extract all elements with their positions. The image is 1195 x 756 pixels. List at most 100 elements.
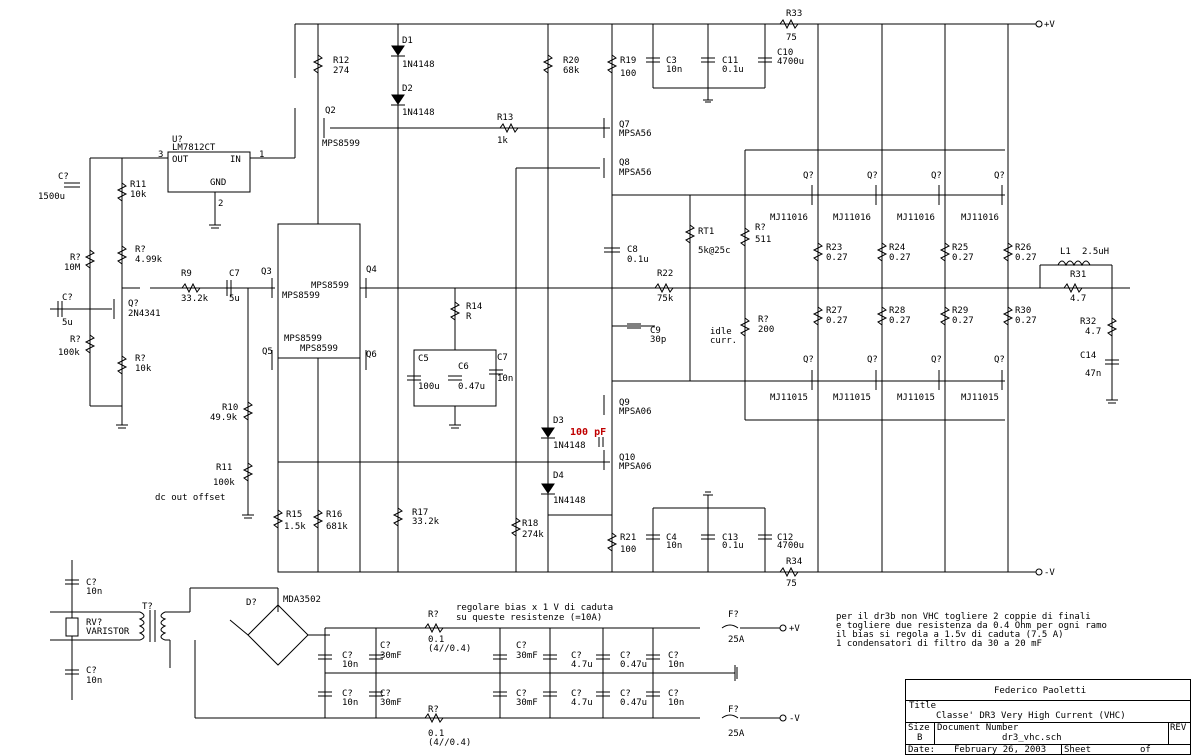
label-psu-c4-value: 30mF — [380, 651, 402, 661]
label-r511: R? — [755, 223, 766, 233]
title-block-of-label: of — [1140, 745, 1151, 755]
title-block-divider-v1 — [934, 722, 935, 744]
label-r26-value: 0.27 — [1015, 253, 1037, 263]
label-r28-value: 0.27 — [889, 316, 911, 326]
title-block-author: Federico Paoletti — [994, 686, 1087, 696]
label-fuse-top-value: 25A — [728, 635, 745, 645]
label-u-value: LM7812CT — [172, 143, 216, 153]
label-r100k-value: 100k — [58, 348, 80, 358]
title-block-rev-label: REV — [1170, 723, 1187, 733]
label-r9-value: 33.2k — [181, 294, 209, 304]
label-c6-value: 0.47u — [458, 382, 485, 392]
label-psu-c12-value: 4.7u — [571, 698, 593, 708]
title-block-size: B — [917, 733, 923, 743]
label-bias-2: su queste resistenze (=10A) — [456, 613, 602, 623]
label-psu-c13-value: 0.47u — [620, 698, 647, 708]
label-r10-value: 49.9k — [210, 413, 238, 423]
label-ridle: R? — [758, 315, 769, 325]
label-l1-value: 2.5uH — [1082, 247, 1109, 257]
title-block-divider-v3 — [1061, 744, 1062, 754]
label-d4-value: 1N4148 — [553, 496, 586, 506]
label-r26: R26 — [1015, 243, 1031, 253]
label-psu-c1: C? — [86, 578, 97, 588]
label-q5-value: MPS8599 — [284, 334, 322, 344]
label-d4: D4 — [553, 471, 564, 481]
label-psu-c8-value: 4.7u — [571, 660, 593, 670]
label-psu-c2-value: 10n — [86, 676, 102, 686]
label-q-top-3: Q? — [931, 171, 942, 181]
label-q-bot-3: Q? — [931, 355, 942, 365]
label-curr: curr. — [710, 336, 737, 346]
label-r13-value: 1k — [497, 136, 508, 146]
label-u-pin2: 2 — [218, 199, 223, 209]
label-r17-value: 33.2k — [412, 517, 440, 527]
label-psu-c9-value: 0.47u — [620, 660, 647, 670]
label-r29: R29 — [952, 306, 968, 316]
label-r11b-value: 100k — [213, 478, 235, 488]
label-c7a: C7 — [229, 269, 240, 279]
title-block-divider-1 — [906, 700, 1190, 701]
title-block-title: Classe' DR3 Very High Current (VHC) — [936, 711, 1126, 721]
label-minus-v: -V — [1044, 568, 1055, 578]
label-c1500: C? — [58, 172, 69, 182]
label-r24-value: 0.27 — [889, 253, 911, 263]
label-r100k: R? — [70, 335, 81, 345]
label-r23: R23 — [826, 243, 842, 253]
label-u-out: OUT — [172, 155, 189, 165]
label-r33-value: 75 — [786, 33, 797, 43]
label-c4-value: 10n — [666, 541, 682, 551]
label-qjf-value: 2N4341 — [128, 309, 161, 319]
label-rq-bot-par: (4//0.4) — [428, 738, 471, 748]
title-block-title-label: Title — [909, 701, 937, 711]
label-plus-v: +V — [1044, 20, 1055, 30]
label-q2: Q2 — [325, 106, 336, 116]
label-q7-value: MPSA56 — [619, 129, 652, 139]
label-psu-c1-value: 10n — [86, 587, 102, 597]
title-block-docnum-label: Document Number — [937, 723, 1019, 733]
title-block-date-label: Date: — [908, 745, 936, 755]
label-r13: R13 — [497, 113, 513, 123]
label-r27: R27 — [826, 306, 842, 316]
label-mj15-3: MJ11015 — [897, 393, 935, 403]
label-c8: C8 — [627, 245, 638, 255]
label-mj16-2: MJ11016 — [833, 213, 871, 223]
labels: R33 75 +V R34 75 -V D1 1N4148 D2 1N4148 … — [38, 9, 1109, 748]
label-r20-value: 68k — [563, 66, 580, 76]
label-r21: R21 — [620, 533, 636, 543]
label-idle: idle — [710, 327, 732, 337]
label-psu-c3: C? — [342, 651, 353, 661]
label-q10: Q10 — [619, 453, 635, 463]
label-r499-value: 4.99k — [135, 255, 163, 265]
label-r15-value: 1.5k — [284, 522, 306, 532]
note-line-2: e togliere due resistenza da 0.4 Ohm per… — [836, 621, 1107, 631]
label-q3-value: MPS8599 — [282, 291, 320, 301]
label-c5: C5 — [418, 354, 429, 364]
label-psu-minus-v: -V — [789, 714, 800, 724]
label-r16-value: 681k — [326, 522, 348, 532]
wires — [50, 20, 1130, 722]
label-t: T? — [142, 602, 153, 612]
label-r11a: R11 — [130, 180, 146, 190]
label-q3: Q3 — [261, 267, 272, 277]
label-c1500-value: 1500u — [38, 192, 65, 202]
label-r32: R32 — [1080, 317, 1096, 327]
label-r19: R19 — [620, 56, 636, 66]
label-r11b: R11 — [216, 463, 232, 473]
label-r20: R20 — [563, 56, 579, 66]
label-d3: D3 — [553, 416, 564, 426]
label-fuse-top: F? — [728, 610, 739, 620]
label-u: U? — [172, 135, 183, 145]
label-psu-c14: C? — [668, 689, 679, 699]
label-c7b-value: 10n — [497, 374, 513, 384]
label-rq-bot: R? — [428, 705, 439, 715]
label-r9: R9 — [181, 269, 192, 279]
label-rq-top-par: (4//0.4) — [428, 644, 471, 654]
label-q8: Q8 — [619, 158, 630, 168]
label-psu-c6-value: 30mF — [380, 698, 402, 708]
label-l1: L1 — [1060, 247, 1071, 257]
label-psu-c4: C? — [380, 641, 391, 651]
label-r14: R14 — [466, 302, 482, 312]
label-db-value: MDA3502 — [283, 595, 321, 605]
label-c11: C11 — [722, 56, 738, 66]
label-cin: C? — [62, 293, 73, 303]
